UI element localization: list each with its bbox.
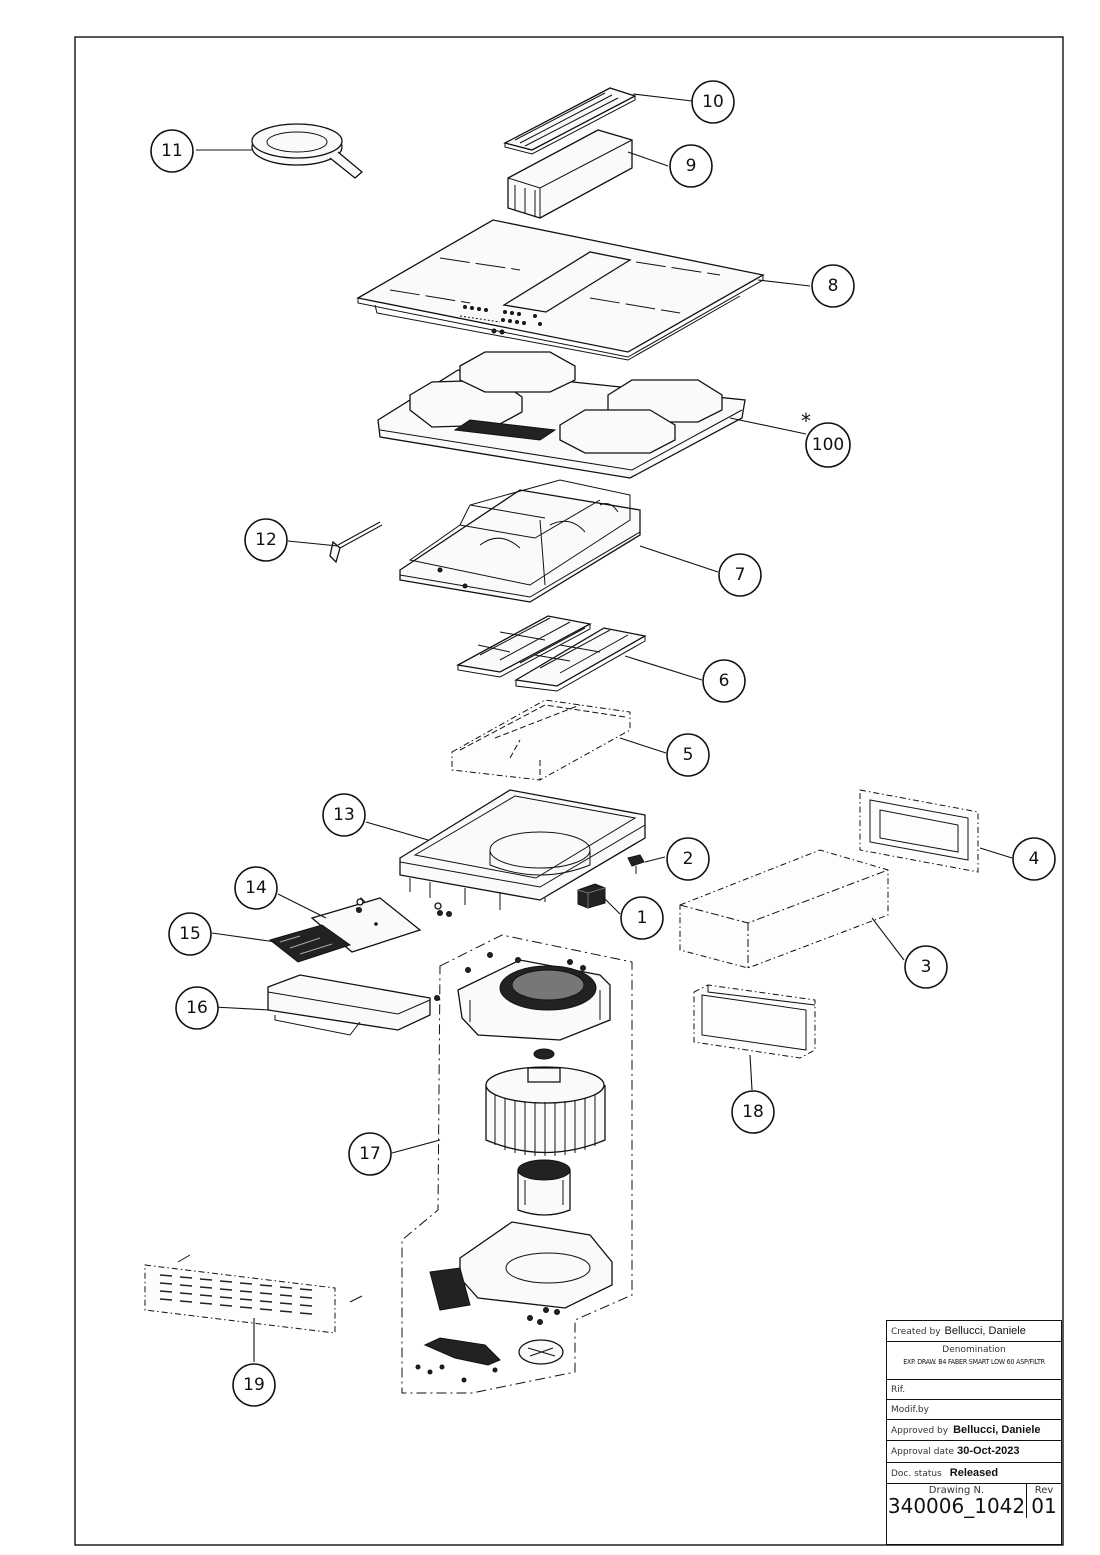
callout-15-label: 15: [179, 924, 201, 944]
denomination-row: Denomination EXP. DRAW. B4 FABER SMART L…: [887, 1342, 1061, 1380]
revision-label: Rev: [1034, 1485, 1054, 1496]
callout-13-label: 13: [333, 805, 355, 825]
revision-value: 01: [1031, 1494, 1057, 1518]
doc-status-value: Released: [949, 1467, 999, 1479]
callout-3: 3: [904, 945, 948, 989]
callout-3-label: 3: [921, 957, 932, 977]
drawing-number-label: Drawing N.: [928, 1485, 985, 1496]
doc-status-label: Doc. status: [891, 1469, 942, 1479]
leader-lines: [196, 93, 1013, 1362]
approved-by-value: Bellucci, Daniele: [953, 1424, 1041, 1436]
callout-8-label: 8: [828, 276, 839, 296]
created-by-value: Bellucci, Daniele: [944, 1325, 1026, 1337]
part-19-front-grille: [144, 1254, 363, 1334]
doc-status-row: Doc. status Released: [887, 1463, 1061, 1484]
approval-date-value: 30-Oct-2023: [957, 1445, 1020, 1457]
part-5-filter-frame: [451, 699, 631, 781]
part-1-connector: [577, 883, 606, 909]
part-2-screw: [627, 854, 645, 874]
callout-10-label: 10: [702, 92, 724, 112]
part-9-duct-box: [507, 129, 633, 219]
part-12-rod: [329, 521, 383, 564]
created-by-label: Created by: [891, 1327, 941, 1337]
part-16-tray: [267, 974, 440, 1036]
approved-by-row: Approved by Bellucci, Daniele: [887, 1420, 1061, 1441]
callout-100: 100: [805, 422, 851, 468]
part-8-glass-top: [356, 219, 765, 361]
callout-18-label: 18: [742, 1102, 764, 1122]
callout-6: 6: [702, 659, 746, 703]
part-4-frame: [859, 789, 979, 873]
callout-1-label: 1: [637, 908, 648, 928]
callout-17-label: 17: [359, 1144, 381, 1164]
callout-4: 4: [1012, 837, 1056, 881]
callout-17: 17: [348, 1132, 392, 1176]
denomination-label: Denomination: [942, 1345, 1006, 1355]
modif-row: Modif.by: [887, 1400, 1061, 1420]
callout-19: 19: [232, 1363, 276, 1407]
callout-14-label: 14: [245, 878, 267, 898]
callout-5-label: 5: [683, 745, 694, 765]
callout-15: 15: [168, 912, 212, 956]
callout-16-label: 16: [186, 998, 208, 1018]
callout-19-label: 19: [243, 1375, 265, 1395]
approval-date-label: Approval date: [891, 1447, 955, 1457]
part-17-motor-assembly: [401, 934, 633, 1394]
drawing-number-cell: Drawing N. 340006_1042: [887, 1484, 1027, 1518]
callout-12: 12: [244, 518, 288, 562]
part-3-duct: [679, 849, 889, 969]
part-100-induction-module: [377, 351, 746, 479]
part-18-collar: [693, 984, 816, 1059]
part-10-grille: [503, 87, 637, 155]
callout-7: 7: [718, 553, 762, 597]
part-7-main-housing: [399, 479, 641, 603]
asterisk-mark: *: [801, 409, 811, 433]
revision-cell: Rev 01: [1027, 1484, 1061, 1518]
callout-1: 1: [620, 896, 664, 940]
rif-row: Rif.: [887, 1380, 1061, 1400]
callout-2-label: 2: [683, 849, 694, 869]
callout-10: 10: [691, 80, 735, 124]
callout-18: 18: [731, 1090, 775, 1134]
callout-11: 11: [150, 129, 194, 173]
callout-5: 5: [666, 733, 710, 777]
callout-14: 14: [234, 866, 278, 910]
denomination-value: EXP. DRAW. B4 FABER SMART LOW 60 ASP/FIL…: [903, 1358, 1045, 1366]
part-6-filters: [456, 615, 647, 692]
callout-13: 13: [322, 793, 366, 837]
modif-label: Modif.by: [891, 1405, 929, 1415]
part-13-base-tray: [399, 789, 646, 910]
callout-9: 9: [669, 144, 713, 188]
callout-7-label: 7: [735, 565, 746, 585]
callout-100-label: 100: [812, 435, 844, 455]
rif-label: Rif.: [891, 1385, 906, 1395]
callout-8: 8: [811, 264, 855, 308]
callout-16: 16: [175, 986, 219, 1030]
drawing-number-row: Drawing N. 340006_1042 Rev 01: [887, 1484, 1061, 1544]
drawing-number-value: 340006_1042: [887, 1494, 1026, 1518]
part-15-pcb: [268, 924, 352, 963]
callout-6-label: 6: [719, 671, 730, 691]
drawing-frame: [74, 36, 1064, 1546]
callout-2: 2: [666, 837, 710, 881]
callout-12-label: 12: [255, 530, 277, 550]
callout-11-label: 11: [161, 141, 183, 161]
approved-by-label: Approved by: [891, 1426, 949, 1436]
callout-9-label: 9: [686, 156, 697, 176]
callout-4-label: 4: [1029, 849, 1040, 869]
part-11-tape-roll: [251, 123, 364, 179]
